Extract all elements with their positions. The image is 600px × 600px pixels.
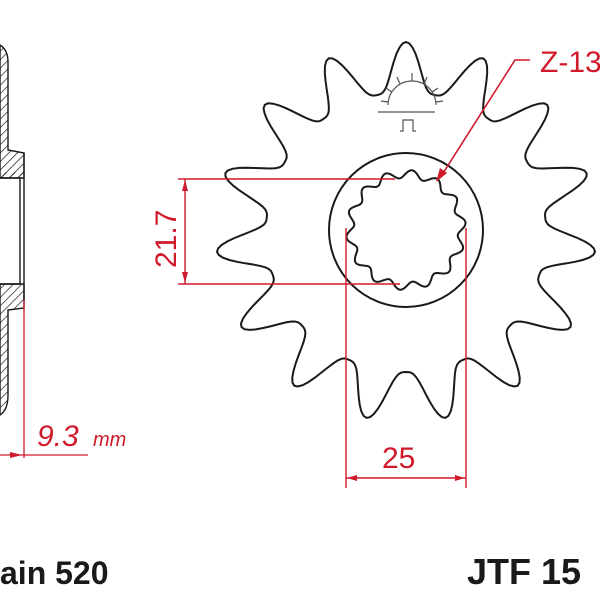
spline-width-dimension: 25	[345, 228, 467, 488]
chain-size-label: ain 520	[0, 555, 109, 591]
thickness-value: 9.3	[37, 420, 79, 453]
inner-diameter-dimension: 21.7	[150, 178, 400, 285]
thickness-unit: mm	[93, 429, 126, 451]
inner-diameter-value: 21.7	[150, 210, 183, 268]
sunrise-logo-icon	[378, 73, 444, 132]
sprocket-outline	[215, 40, 597, 419]
spline-outline	[345, 169, 467, 291]
spline-width-value: 25	[382, 442, 415, 475]
hatch-upper	[0, 44, 25, 179]
hub-circle	[328, 152, 484, 308]
sprocket	[215, 40, 597, 419]
part-number-label: JTF 15	[467, 551, 581, 592]
bore-outline	[0, 177, 21, 285]
teeth-count-leader: Z-13	[436, 46, 600, 182]
side-profile: 9.3 mm	[0, 44, 126, 458]
teeth-count-label: Z-13	[540, 46, 600, 79]
hatch-lower	[0, 283, 25, 416]
